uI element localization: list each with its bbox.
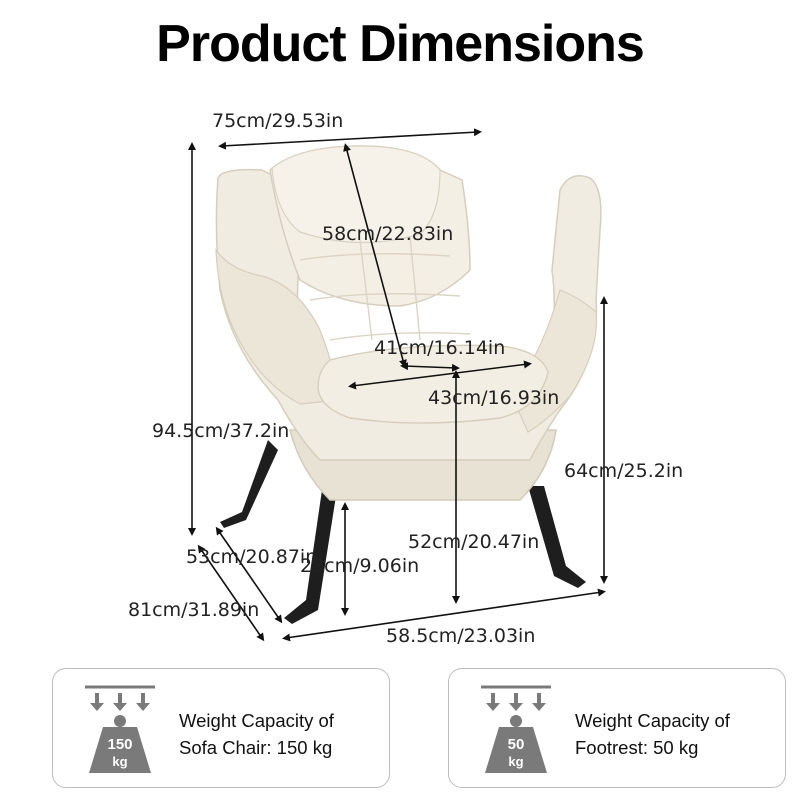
weight-icon: 50 kg	[481, 685, 551, 773]
label-total-height: 94.5cm/37.2in	[152, 420, 290, 442]
dimline-base-width	[282, 588, 606, 642]
dimline-backrest	[343, 143, 407, 368]
label-width-top: 75cm/29.53in	[212, 110, 344, 132]
capacity-text: Weight Capacity of Sofa Chair: 150 kg	[179, 707, 379, 761]
dimline-width-top	[218, 128, 482, 150]
capacity-line-1: Weight Capacity of	[575, 710, 730, 731]
capacity-card-footrest: 50 kg Weight Capacity of Footrest: 50 kg	[448, 668, 786, 788]
label-seat-height: 52cm/20.47in	[408, 531, 540, 553]
label-side-depth: 53cm/20.87in	[186, 546, 318, 568]
weight-icon-number: 150	[107, 736, 132, 753]
capacity-text: Weight Capacity of Footrest: 50 kg	[575, 707, 775, 761]
weight-icon-unit: kg	[112, 754, 127, 769]
weight-icon: 150 kg	[85, 685, 155, 773]
chair-leg-front-left	[284, 490, 336, 624]
label-total-depth: 81cm/31.89in	[128, 599, 260, 621]
label-base-width: 58.5cm/23.03in	[386, 625, 536, 647]
capacity-line-2: Sofa Chair: 150 kg	[179, 737, 333, 758]
dimension-lines	[188, 128, 608, 642]
weight-icon-unit: kg	[508, 754, 523, 769]
capacity-card-sofa-chair: 150 kg Weight Capacity of Sofa Chair: 15…	[52, 668, 390, 788]
chair-leg-back-left	[220, 440, 278, 528]
dimline-seat-depth	[348, 360, 532, 390]
label-backrest: 58cm/22.83in	[322, 223, 454, 245]
capacity-line-1: Weight Capacity of	[179, 710, 334, 731]
page-title: Product Dimensions	[156, 15, 645, 73]
dimline-total-depth	[197, 544, 265, 642]
label-arm-height: 64cm/25.2in	[564, 460, 684, 482]
label-clearance: 23cm/9.06in	[300, 555, 420, 577]
label-seat-width: 41cm/16.14in	[374, 337, 506, 359]
label-seat-depth: 43cm/16.93in	[428, 387, 560, 409]
capacity-line-2: Footrest: 50 kg	[575, 737, 699, 758]
chair-leg-front-right	[528, 486, 586, 588]
weight-icon-number: 50	[508, 736, 525, 753]
